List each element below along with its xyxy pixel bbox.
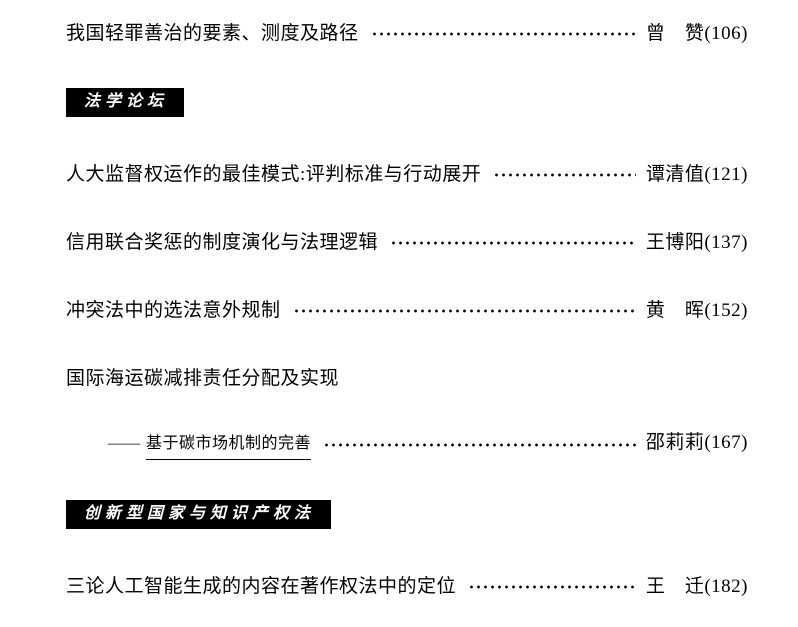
toc-entry: 我国轻罪善治的要素、测度及路径 曾 赞 (106)	[66, 20, 748, 48]
entry-title: 冲突法中的选法意外规制	[66, 300, 281, 321]
em-dash: ——	[108, 435, 140, 452]
entry-title: 人大监督权运作的最佳模式:评判标准与行动展开	[66, 164, 482, 185]
entry-author: 王 迁	[645, 576, 705, 597]
entry-subtitle-text: 基于碳市场机制的完善	[146, 430, 312, 460]
entry-title: 信用联合奖惩的制度演化与法理逻辑	[66, 232, 379, 253]
entry-author: 曾 赞	[645, 23, 705, 44]
entry-title: 我国轻罪善治的要素、测度及路径	[66, 23, 359, 44]
dot-leader	[323, 434, 636, 455]
entry-author: 黄 晖	[645, 300, 705, 321]
entry-page-number: (121)	[704, 164, 748, 185]
dot-leader	[468, 577, 636, 597]
toc-entry: 国际海运碳减排责任分配及实现	[66, 365, 748, 393]
entry-page-number: (167)	[704, 432, 748, 453]
dot-leader	[390, 233, 636, 253]
toc-entry: 冲突法中的选法意外规制 黄 晖 (152)	[66, 297, 748, 325]
entry-page-number: (106)	[704, 23, 748, 44]
entry-author: 谭清值	[645, 164, 705, 185]
toc-entry: 人大监督权运作的最佳模式:评判标准与行动展开 谭清值 (121)	[66, 161, 748, 189]
entry-page-number: (137)	[704, 232, 748, 253]
section-header-badge: 法学论坛	[66, 88, 185, 117]
entry-author: 邵莉莉	[645, 432, 705, 453]
toc-entry: 信用联合奖惩的制度演化与法理逻辑 王博阳 (137)	[66, 229, 748, 257]
toc-entry: 三论人工智能生成的内容在著作权法中的定位 王 迁 (182)	[66, 573, 748, 601]
entry-title: 国际海运碳减排责任分配及实现	[66, 368, 340, 389]
entry-author: 王博阳	[645, 232, 705, 253]
dot-leader	[493, 165, 636, 185]
toc-entry-subtitle: —— 基于碳市场机制的完善 邵莉莉 (167)	[108, 429, 748, 460]
section-header-row: 创新型国家与知识产权法	[66, 500, 748, 529]
dot-leader	[370, 24, 636, 44]
section-header-row: 法学论坛	[66, 88, 748, 117]
section-header-badge: 创新型国家与知识产权法	[66, 500, 332, 529]
dot-leader	[292, 301, 636, 321]
entry-page-number: (152)	[704, 300, 748, 321]
entry-title: 三论人工智能生成的内容在著作权法中的定位	[66, 576, 457, 597]
entry-page-number: (182)	[704, 576, 748, 597]
